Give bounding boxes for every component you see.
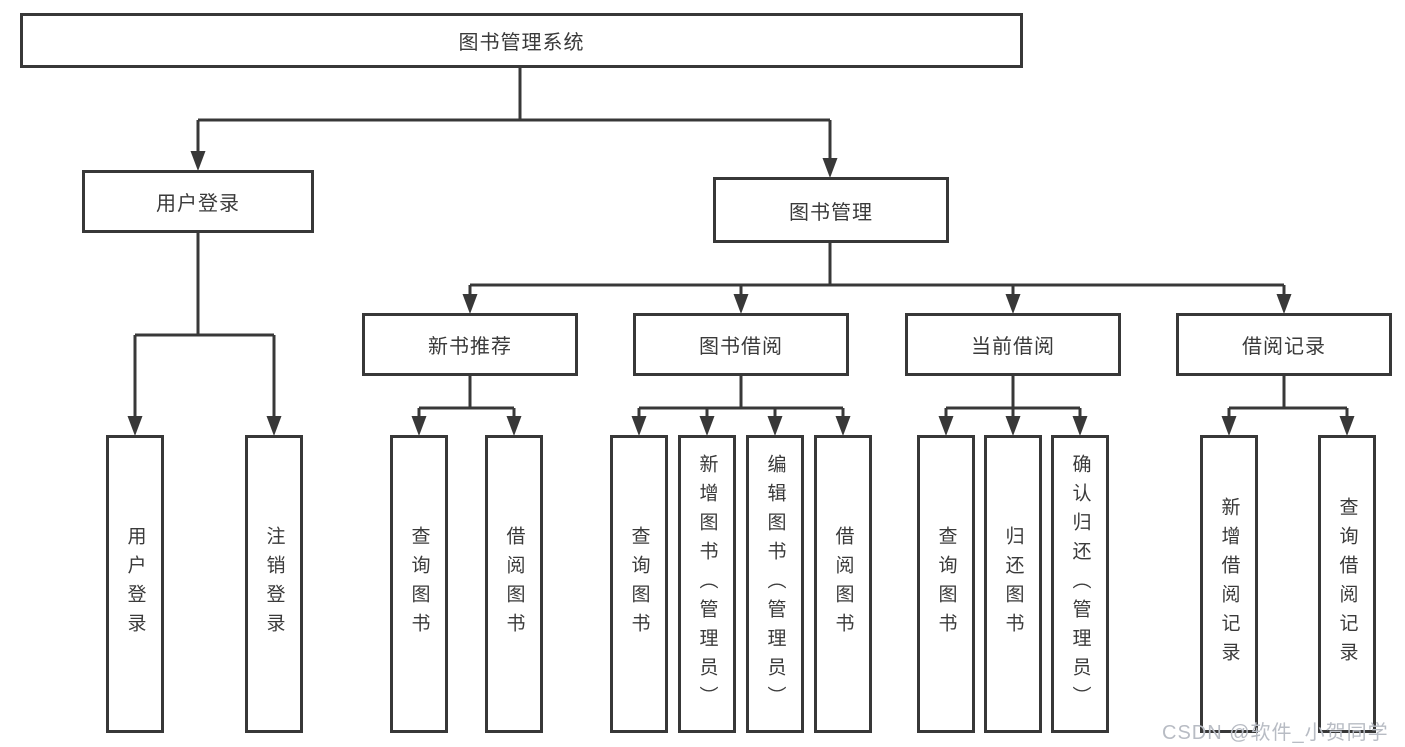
node-logout-label: 注销登录 xyxy=(263,526,285,642)
connector-book-borrowing xyxy=(637,376,845,417)
connector-user-login-arrows xyxy=(127,416,282,436)
node-rec-query-books-label: 查询图书 xyxy=(408,526,430,642)
node-bb-borrow-books-label: 借阅图书 xyxy=(832,526,854,642)
node-bb-edit-books-admin: 编辑图书（管理员） xyxy=(746,435,804,733)
node-br-add-record: 新增借阅记录 xyxy=(1200,435,1258,733)
node-rec-borrow-books: 借阅图书 xyxy=(485,435,543,733)
node-cb-confirm-return-admin: 确认归还（管理员） xyxy=(1051,435,1109,733)
connector-current-borrowing-arrows xyxy=(938,416,1088,436)
connector-book-borrowing-arrows xyxy=(631,416,851,436)
node-user-login-leaf-label: 用户登录 xyxy=(124,526,146,642)
node-new-book-recommendation-label: 新书推荐 xyxy=(428,336,512,358)
node-new-book-recommendation: 新书推荐 xyxy=(362,313,578,376)
connector-borrowing-records-arrows xyxy=(1221,416,1355,436)
node-book-management: 图书管理 xyxy=(713,177,949,243)
connector-root-arrows xyxy=(190,151,838,178)
connector-book-management-arrows xyxy=(462,294,1292,314)
node-br-query-record: 查询借阅记录 xyxy=(1318,435,1376,733)
node-bb-add-books-admin-label: 新增图书（管理员） xyxy=(696,453,718,715)
node-bb-query-books-label: 查询图书 xyxy=(628,526,650,642)
watermark: CSDN @软件_小贺同学 xyxy=(1162,722,1389,744)
node-borrowing-records: 借阅记录 xyxy=(1176,313,1392,376)
node-cb-query-books-label: 查询图书 xyxy=(935,526,957,642)
connector-current-borrowing xyxy=(944,376,1082,417)
node-library-management-system-label: 图书管理系统 xyxy=(458,32,585,54)
node-current-borrowing: 当前借阅 xyxy=(905,313,1121,376)
connector-new-book-recommendation-arrows xyxy=(411,416,522,436)
node-logout: 注销登录 xyxy=(245,435,303,733)
node-book-borrowing-label: 图书借阅 xyxy=(699,336,783,358)
node-rec-borrow-books-label: 借阅图书 xyxy=(503,526,525,642)
node-cb-confirm-return-admin-label: 确认归还（管理员） xyxy=(1069,453,1091,715)
node-bb-query-books: 查询图书 xyxy=(610,435,668,733)
node-br-query-record-label: 查询借阅记录 xyxy=(1336,497,1358,671)
node-bb-add-books-admin: 新增图书（管理员） xyxy=(678,435,736,733)
node-br-add-record-label: 新增借阅记录 xyxy=(1218,497,1240,671)
node-borrowing-records-label: 借阅记录 xyxy=(1242,336,1326,358)
node-library-management-system: 图书管理系统 xyxy=(20,13,1023,68)
connector-user-login xyxy=(133,233,276,417)
connector-root xyxy=(196,68,832,159)
node-rec-query-books: 查询图书 xyxy=(390,435,448,733)
node-bb-borrow-books: 借阅图书 xyxy=(814,435,872,733)
connector-book-management xyxy=(468,243,1286,295)
node-user-login-leaf: 用户登录 xyxy=(106,435,164,733)
node-current-borrowing-label: 当前借阅 xyxy=(971,336,1055,358)
node-book-management-label: 图书管理 xyxy=(789,201,873,224)
node-cb-query-books: 查询图书 xyxy=(917,435,975,733)
node-user-login-label: 用户登录 xyxy=(156,193,240,215)
node-cb-return-books-label: 归还图书 xyxy=(1002,526,1024,642)
node-cb-return-books: 归还图书 xyxy=(984,435,1042,733)
node-user-login: 用户登录 xyxy=(82,170,314,233)
node-book-borrowing: 图书借阅 xyxy=(633,313,849,376)
connector-borrowing-records xyxy=(1227,376,1349,417)
node-bb-edit-books-admin-label: 编辑图书（管理员） xyxy=(764,453,786,715)
connector-new-book-recommendation xyxy=(417,376,516,417)
